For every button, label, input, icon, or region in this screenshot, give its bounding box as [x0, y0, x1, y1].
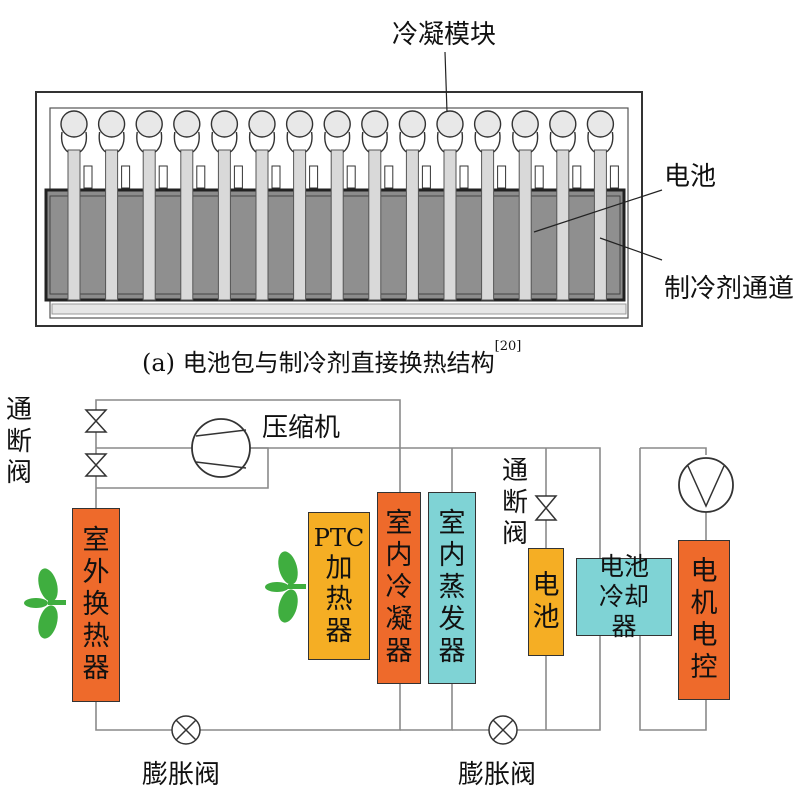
refrigerant-channel — [443, 149, 457, 301]
refrigerant-channel — [105, 149, 119, 301]
condensing-module-unit — [285, 110, 319, 189]
label-compressor: 压缩机 — [262, 413, 341, 443]
shutoff-valve-icon — [534, 495, 558, 521]
condensing-module-unit — [210, 110, 243, 189]
label-shutoff-valve-left: 通断阀 — [5, 395, 32, 489]
bottom-refrigerant-channel — [51, 303, 627, 315]
refrigerant-channel — [67, 149, 81, 301]
refrigerant-channels — [67, 149, 607, 301]
motor-controller: 电机电控 — [678, 540, 730, 700]
fan-icon — [24, 568, 66, 639]
ptc-heater: PTC 加热器 — [308, 512, 370, 660]
battery-box: 电池 — [528, 548, 564, 656]
label-refrigerant-channel: 制冷剂通道 — [664, 274, 795, 304]
battery-cooler: 电池冷却器 — [576, 552, 672, 641]
label-expansion-valve-left: 膨胀阀 — [142, 760, 221, 790]
condensing-module-unit — [398, 110, 431, 189]
refrigerant-channel — [405, 149, 419, 301]
condensing-module-unit — [586, 110, 619, 189]
condensing-module-unit — [473, 110, 507, 189]
condensing-module-unit — [60, 110, 93, 189]
expansion-valve-icon — [171, 715, 201, 745]
pump-icon — [678, 457, 734, 513]
condensing-modules — [60, 110, 619, 189]
caption-a: (a) 电池包与制冷剂直接换热结构[20] — [142, 339, 522, 377]
condensing-module-unit — [135, 110, 168, 189]
refrigerant-channel — [593, 149, 607, 301]
shutoff-valve-icon — [84, 409, 108, 477]
indoor-condenser: 室内冷凝器 — [377, 492, 421, 684]
label-expansion-valve-right: 膨胀阀 — [458, 760, 537, 790]
refrigerant-channel — [330, 149, 344, 301]
refrigerant-channel — [217, 149, 231, 301]
condensing-module-unit — [248, 110, 281, 189]
label-shutoff-valve-mid: 通断阀 — [501, 456, 528, 550]
refrigerant-channel — [142, 149, 156, 301]
indoor-evaporator: 室内蒸发器 — [428, 492, 476, 684]
refrigerant-channel — [368, 149, 382, 301]
refrigerant-channel — [293, 149, 307, 301]
compressor-icon — [191, 418, 251, 478]
fan-icon — [265, 551, 306, 623]
condensing-module-unit — [323, 110, 356, 189]
refrigerant-channel — [180, 149, 194, 301]
condensing-module-unit — [436, 110, 469, 189]
expansion-valve-icon — [488, 715, 518, 745]
refrigerant-channel — [481, 149, 495, 301]
condensing-module-unit — [173, 110, 206, 189]
refrigerant-channel — [556, 149, 570, 301]
refrigerant-channel — [255, 149, 269, 301]
condensing-module-unit — [361, 110, 394, 189]
outdoor-heat-exchanger: 室外换热器 — [72, 508, 120, 702]
condensing-module-unit — [97, 110, 131, 189]
condensing-module-unit — [511, 110, 544, 189]
refrigerant-channel — [518, 149, 532, 301]
label-battery: 电池 — [664, 162, 717, 192]
condensing-module-unit — [549, 110, 582, 189]
label-condensing-module: 冷凝模块 — [392, 20, 497, 50]
